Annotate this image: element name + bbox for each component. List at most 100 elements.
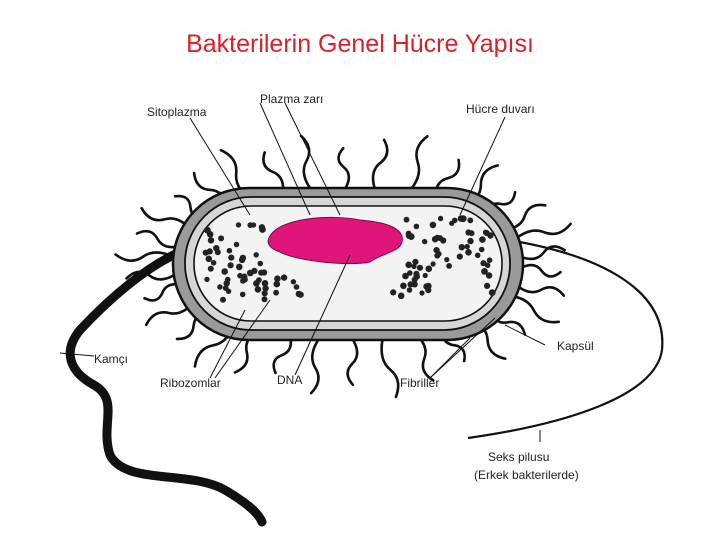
ribosome-dot xyxy=(280,274,288,281)
ribosome-dot xyxy=(465,249,472,256)
ribosome-dot xyxy=(297,291,304,298)
ribosome-dot xyxy=(251,222,257,228)
ribosome-dot xyxy=(459,215,467,223)
ribosome-dot xyxy=(262,285,269,292)
ribosome-dot xyxy=(214,249,221,256)
ribosome-dot xyxy=(239,291,246,298)
ribosome-dot xyxy=(422,272,428,279)
ribosome-dot xyxy=(485,272,493,279)
ribosome-dot xyxy=(419,290,425,296)
ribosome-dot xyxy=(403,216,410,223)
ribosome-dot xyxy=(261,290,268,297)
ribosome-dot xyxy=(481,268,488,275)
ribosome-dot xyxy=(224,276,231,283)
ribosome-dot xyxy=(411,276,418,283)
ribosome-dot xyxy=(467,217,474,224)
ribosome-dot xyxy=(290,279,297,285)
label-kamci: Kamçı xyxy=(94,352,128,366)
ribosome-dot xyxy=(251,267,258,274)
ribosome-dot xyxy=(488,289,496,296)
ribosome-dot xyxy=(293,284,300,290)
label-ribozomlar: Ribozomlar xyxy=(160,376,221,390)
ribosome-dot xyxy=(478,246,485,253)
ribosome-dot xyxy=(218,235,225,242)
ribosomes xyxy=(202,215,496,303)
ribosome-dot xyxy=(411,263,417,270)
ribosome-dot xyxy=(228,254,235,261)
fibril xyxy=(380,334,400,399)
label-fibriller: Fibriller xyxy=(400,376,439,390)
fibril xyxy=(299,134,315,194)
ribosome-dot xyxy=(207,265,214,272)
ribosome-dot xyxy=(239,254,247,262)
ribosome-dot xyxy=(226,247,233,254)
ribosome-dot xyxy=(464,243,470,250)
ribosome-dot xyxy=(227,262,234,269)
ribosome-dot xyxy=(425,282,432,290)
ribosome-dot xyxy=(413,270,420,277)
label-plazma-zari: Plazma zarı xyxy=(260,92,323,106)
ribosome-dot xyxy=(222,285,229,291)
ribosome-dot xyxy=(253,252,259,258)
fibril xyxy=(262,151,285,198)
ribosome-dot xyxy=(235,222,242,228)
fibril xyxy=(371,138,389,193)
label-dna: DNA xyxy=(277,373,302,387)
ribosome-dot xyxy=(258,269,265,276)
ribosome-dot xyxy=(236,263,243,271)
ribosome-dot xyxy=(430,261,436,267)
ribosome-dot xyxy=(486,257,493,264)
ribosome-dot xyxy=(436,251,442,257)
ribosome-dot xyxy=(413,223,420,230)
ribosome-dot xyxy=(444,257,450,263)
ribosome-dot xyxy=(483,229,490,237)
ribosome-dot xyxy=(467,237,474,245)
ribosome-dot xyxy=(233,241,240,248)
ribosome-dot xyxy=(390,289,397,296)
ribosome-dot xyxy=(204,276,210,283)
fibril xyxy=(337,146,351,192)
ribosome-dot xyxy=(431,236,439,243)
fibril xyxy=(516,245,566,261)
fibril xyxy=(404,135,429,196)
ribosome-dot xyxy=(397,292,405,300)
label-sitoplazma: Sitoplazma xyxy=(147,105,207,119)
ribosome-dot xyxy=(456,253,463,260)
fibril xyxy=(125,270,180,281)
dna-nucleoid xyxy=(267,216,403,264)
ribosome-dot xyxy=(412,258,419,265)
fibril xyxy=(512,281,566,297)
ribosome-dot xyxy=(257,260,264,267)
ribosome-dot xyxy=(446,263,452,269)
ribosome-dot xyxy=(210,260,217,266)
ribosome-dot xyxy=(261,296,268,303)
ribosome-dot xyxy=(479,236,486,243)
ribosome-dot xyxy=(247,269,253,276)
fibril xyxy=(517,263,562,278)
ribosome-dot xyxy=(273,280,281,288)
ribosome-dot xyxy=(256,277,262,283)
ribosome-dot xyxy=(206,231,214,238)
ribosome-dot xyxy=(241,273,248,280)
ribosome-dot xyxy=(405,261,413,269)
leader-lines xyxy=(59,102,546,442)
ribosome-dot xyxy=(207,237,215,244)
fibril xyxy=(510,222,572,244)
ribosome-dot xyxy=(458,244,465,251)
ribosome-dot xyxy=(422,238,428,245)
flagellum xyxy=(65,243,267,527)
ribosome-dot xyxy=(465,229,472,236)
ribosome-dot xyxy=(474,252,481,259)
ribosome-dot xyxy=(425,265,433,273)
fibril xyxy=(346,336,359,387)
ribosome-dot xyxy=(416,264,424,271)
fibril xyxy=(309,335,322,395)
label-hucre-duvari: Hücre duvarı xyxy=(466,102,535,116)
ribosome-dot xyxy=(405,230,412,237)
label-seks-pilusu-note: (Erkek bakterilerde) xyxy=(474,468,579,482)
ribosome-dot xyxy=(274,275,281,283)
ribosome-dot xyxy=(484,282,491,289)
ribosome-dot xyxy=(273,289,279,296)
ribosome-dot xyxy=(407,281,414,288)
